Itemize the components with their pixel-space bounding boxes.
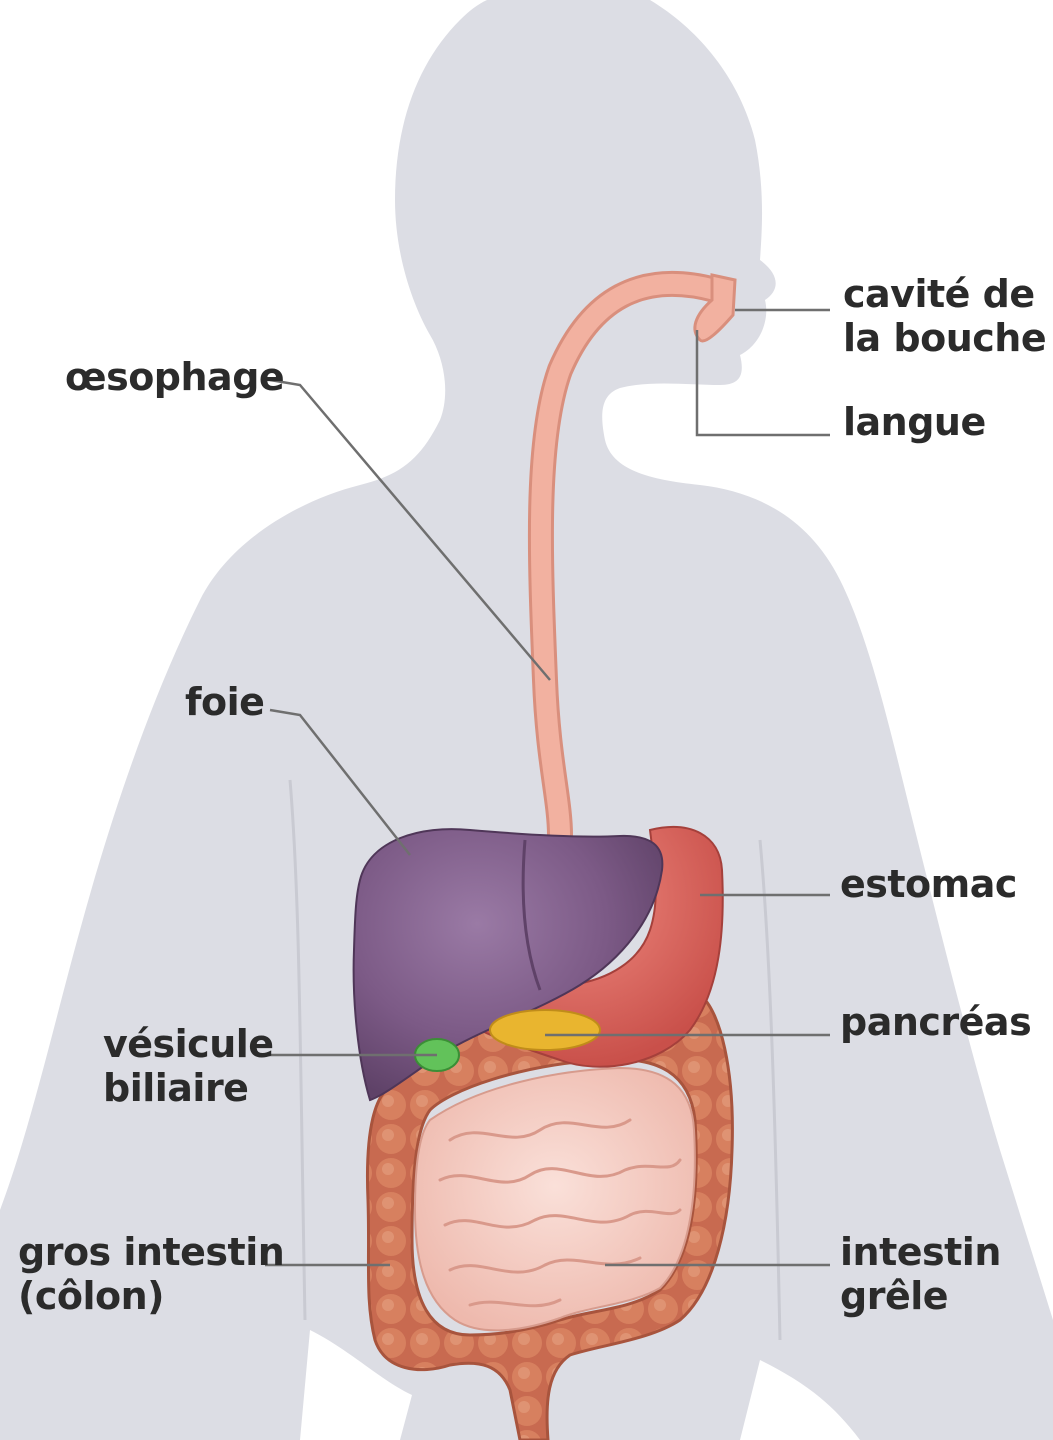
label-intestin-grele: intestin grêle [840,1230,1001,1318]
label-intestin-grele-line1: intestin [840,1230,1001,1274]
label-langue: langue [843,400,986,444]
label-cavite-bouche-line2: la bouche [843,316,1046,360]
label-gros-intestin-line2: (côlon) [18,1274,284,1318]
label-foie: foie [185,680,264,724]
label-cavite-bouche-line1: cavité de [843,272,1046,316]
label-intestin-grele-line2: grêle [840,1274,1001,1318]
label-estomac: estomac [840,862,1017,906]
label-vesicule-line1: vésicule [103,1022,274,1066]
small-intestine [415,1068,695,1330]
label-pancreas: pancréas [840,1000,1031,1044]
pancreas [490,1010,600,1050]
label-gros-intestin-line1: gros intestin [18,1230,284,1274]
label-gros-intestin: gros intestin (côlon) [18,1230,284,1318]
label-vesicule-biliaire: vésicule biliaire [103,1022,274,1110]
label-oesophage: œsophage [65,355,284,399]
label-vesicule-line2: biliaire [103,1066,274,1110]
label-cavite-bouche: cavité de la bouche [843,272,1046,360]
